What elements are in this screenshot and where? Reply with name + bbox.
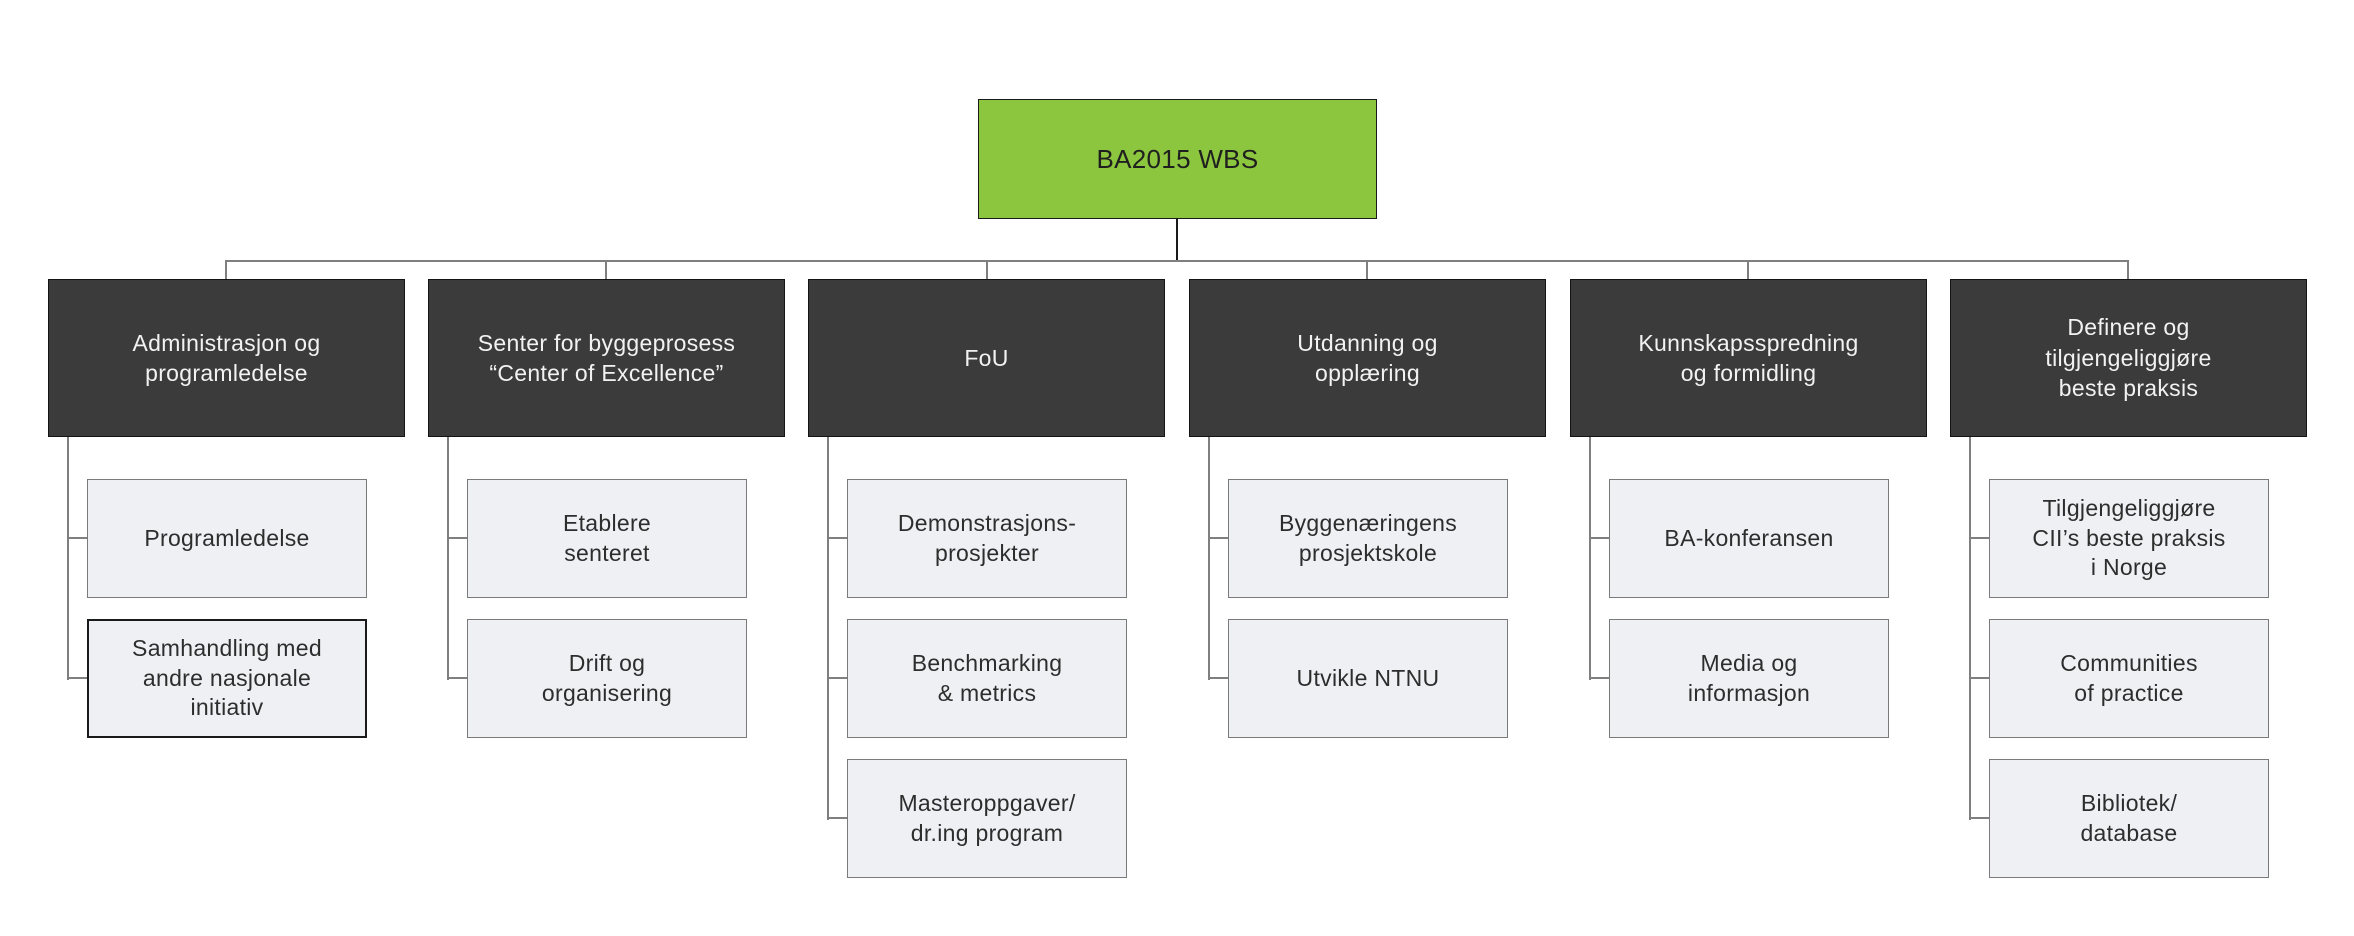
child-label: Byggenæringens prosjektskole [1278,510,1458,566]
child-label: BA-konferansen [1664,524,1834,551]
connector-vertical [827,437,829,820]
branch-label: Kunnskapsspredning og formidling [1638,329,1859,386]
connector-stub [67,537,87,539]
child-label: Masteroppgaver/ dr.ing program [898,790,1076,846]
branch-administrasjon[interactable]: Administrasjon og programledelse [48,279,405,437]
connector-bus [226,260,2129,262]
connector-drop [225,260,227,280]
branch-label: Definere og tilgjengeliggjøre beste prak… [2045,314,2212,402]
child-label: Drift og organisering [541,650,673,706]
root-label: BA2015 WBS [1096,143,1259,174]
connector-vertical [1969,437,1971,820]
child-label: Etablere senteret [562,510,652,566]
connector-root-stem [1176,219,1178,261]
connector-stub [447,677,467,679]
child-label: Samhandling med andre nasjonale initiati… [132,635,322,721]
connector-drop [2127,260,2129,280]
child-demonstrasjonsprosjekter[interactable]: Demonstrasjons- prosjekter [847,479,1127,598]
child-label: Media og informasjon [1687,650,1811,706]
connector-drop [1747,260,1749,280]
connector-stub [1589,537,1609,539]
child-samhandling[interactable]: Samhandling med andre nasjonale initiati… [87,619,367,738]
child-utvikle-ntnu[interactable]: Utvikle NTNU [1228,619,1508,738]
child-benchmarking-metrics[interactable]: Benchmarking & metrics [847,619,1127,738]
child-drift-organisering[interactable]: Drift og organisering [467,619,747,738]
child-label: Bibliotek/ database [2080,790,2178,846]
connector-stub [1969,817,1989,819]
connector-vertical [67,437,69,680]
connector-stub [1208,537,1228,539]
child-label: Utvikle NTNU [1296,664,1440,691]
branch-senter-byggeprosess[interactable]: Senter for byggeprosess “Center of Excel… [428,279,785,437]
branch-fou[interactable]: FoU [808,279,1165,437]
branch-label: Senter for byggeprosess “Center of Excel… [477,329,736,386]
connector-drop [1366,260,1368,280]
child-label: Programledelse [144,524,310,551]
connector-stub [1969,537,1989,539]
root-node[interactable]: BA2015 WBS [978,99,1377,219]
branch-utdanning[interactable]: Utdanning og opplæring [1189,279,1546,437]
connector-drop [986,260,988,280]
child-label: Tilgjengeliggjøre CII’s beste praksis i … [2032,495,2226,581]
child-label: Benchmarking & metrics [911,650,1063,706]
connector-stub [827,537,847,539]
child-bibliotek-database[interactable]: Bibliotek/ database [1989,759,2269,878]
child-communities-of-practice[interactable]: Communities of practice [1989,619,2269,738]
branch-label: FoU [964,344,1009,371]
child-tilgjengeliggjore-cii[interactable]: Tilgjengeliggjøre CII’s beste praksis i … [1989,479,2269,598]
connector-stub [1969,677,1989,679]
child-byggenaeringens-prosjektskole[interactable]: Byggenæringens prosjektskole [1228,479,1508,598]
connector-stub [1589,677,1609,679]
connector-stub [827,817,847,819]
child-masteroppgaver[interactable]: Masteroppgaver/ dr.ing program [847,759,1127,878]
connector-vertical [447,437,449,680]
child-label: Demonstrasjons- prosjekter [897,510,1077,566]
child-etablere-senteret[interactable]: Etablere senteret [467,479,747,598]
connector-stub [67,677,87,679]
branch-label: Administrasjon og programledelse [132,329,321,386]
branch-definere[interactable]: Definere og tilgjengeliggjøre beste prak… [1950,279,2307,437]
connector-drop [605,260,607,280]
child-label: Communities of practice [2060,650,2198,706]
connector-stub [827,677,847,679]
child-media-informasjon[interactable]: Media og informasjon [1609,619,1889,738]
branch-kunnskapsspredning[interactable]: Kunnskapsspredning og formidling [1570,279,1927,437]
child-programledelse[interactable]: Programledelse [87,479,367,598]
connector-stub [1208,677,1228,679]
connector-vertical [1589,437,1591,680]
branch-label: Utdanning og opplæring [1297,329,1438,386]
connector-vertical [1208,437,1210,680]
connector-stub [447,537,467,539]
child-ba-konferansen[interactable]: BA-konferansen [1609,479,1889,598]
